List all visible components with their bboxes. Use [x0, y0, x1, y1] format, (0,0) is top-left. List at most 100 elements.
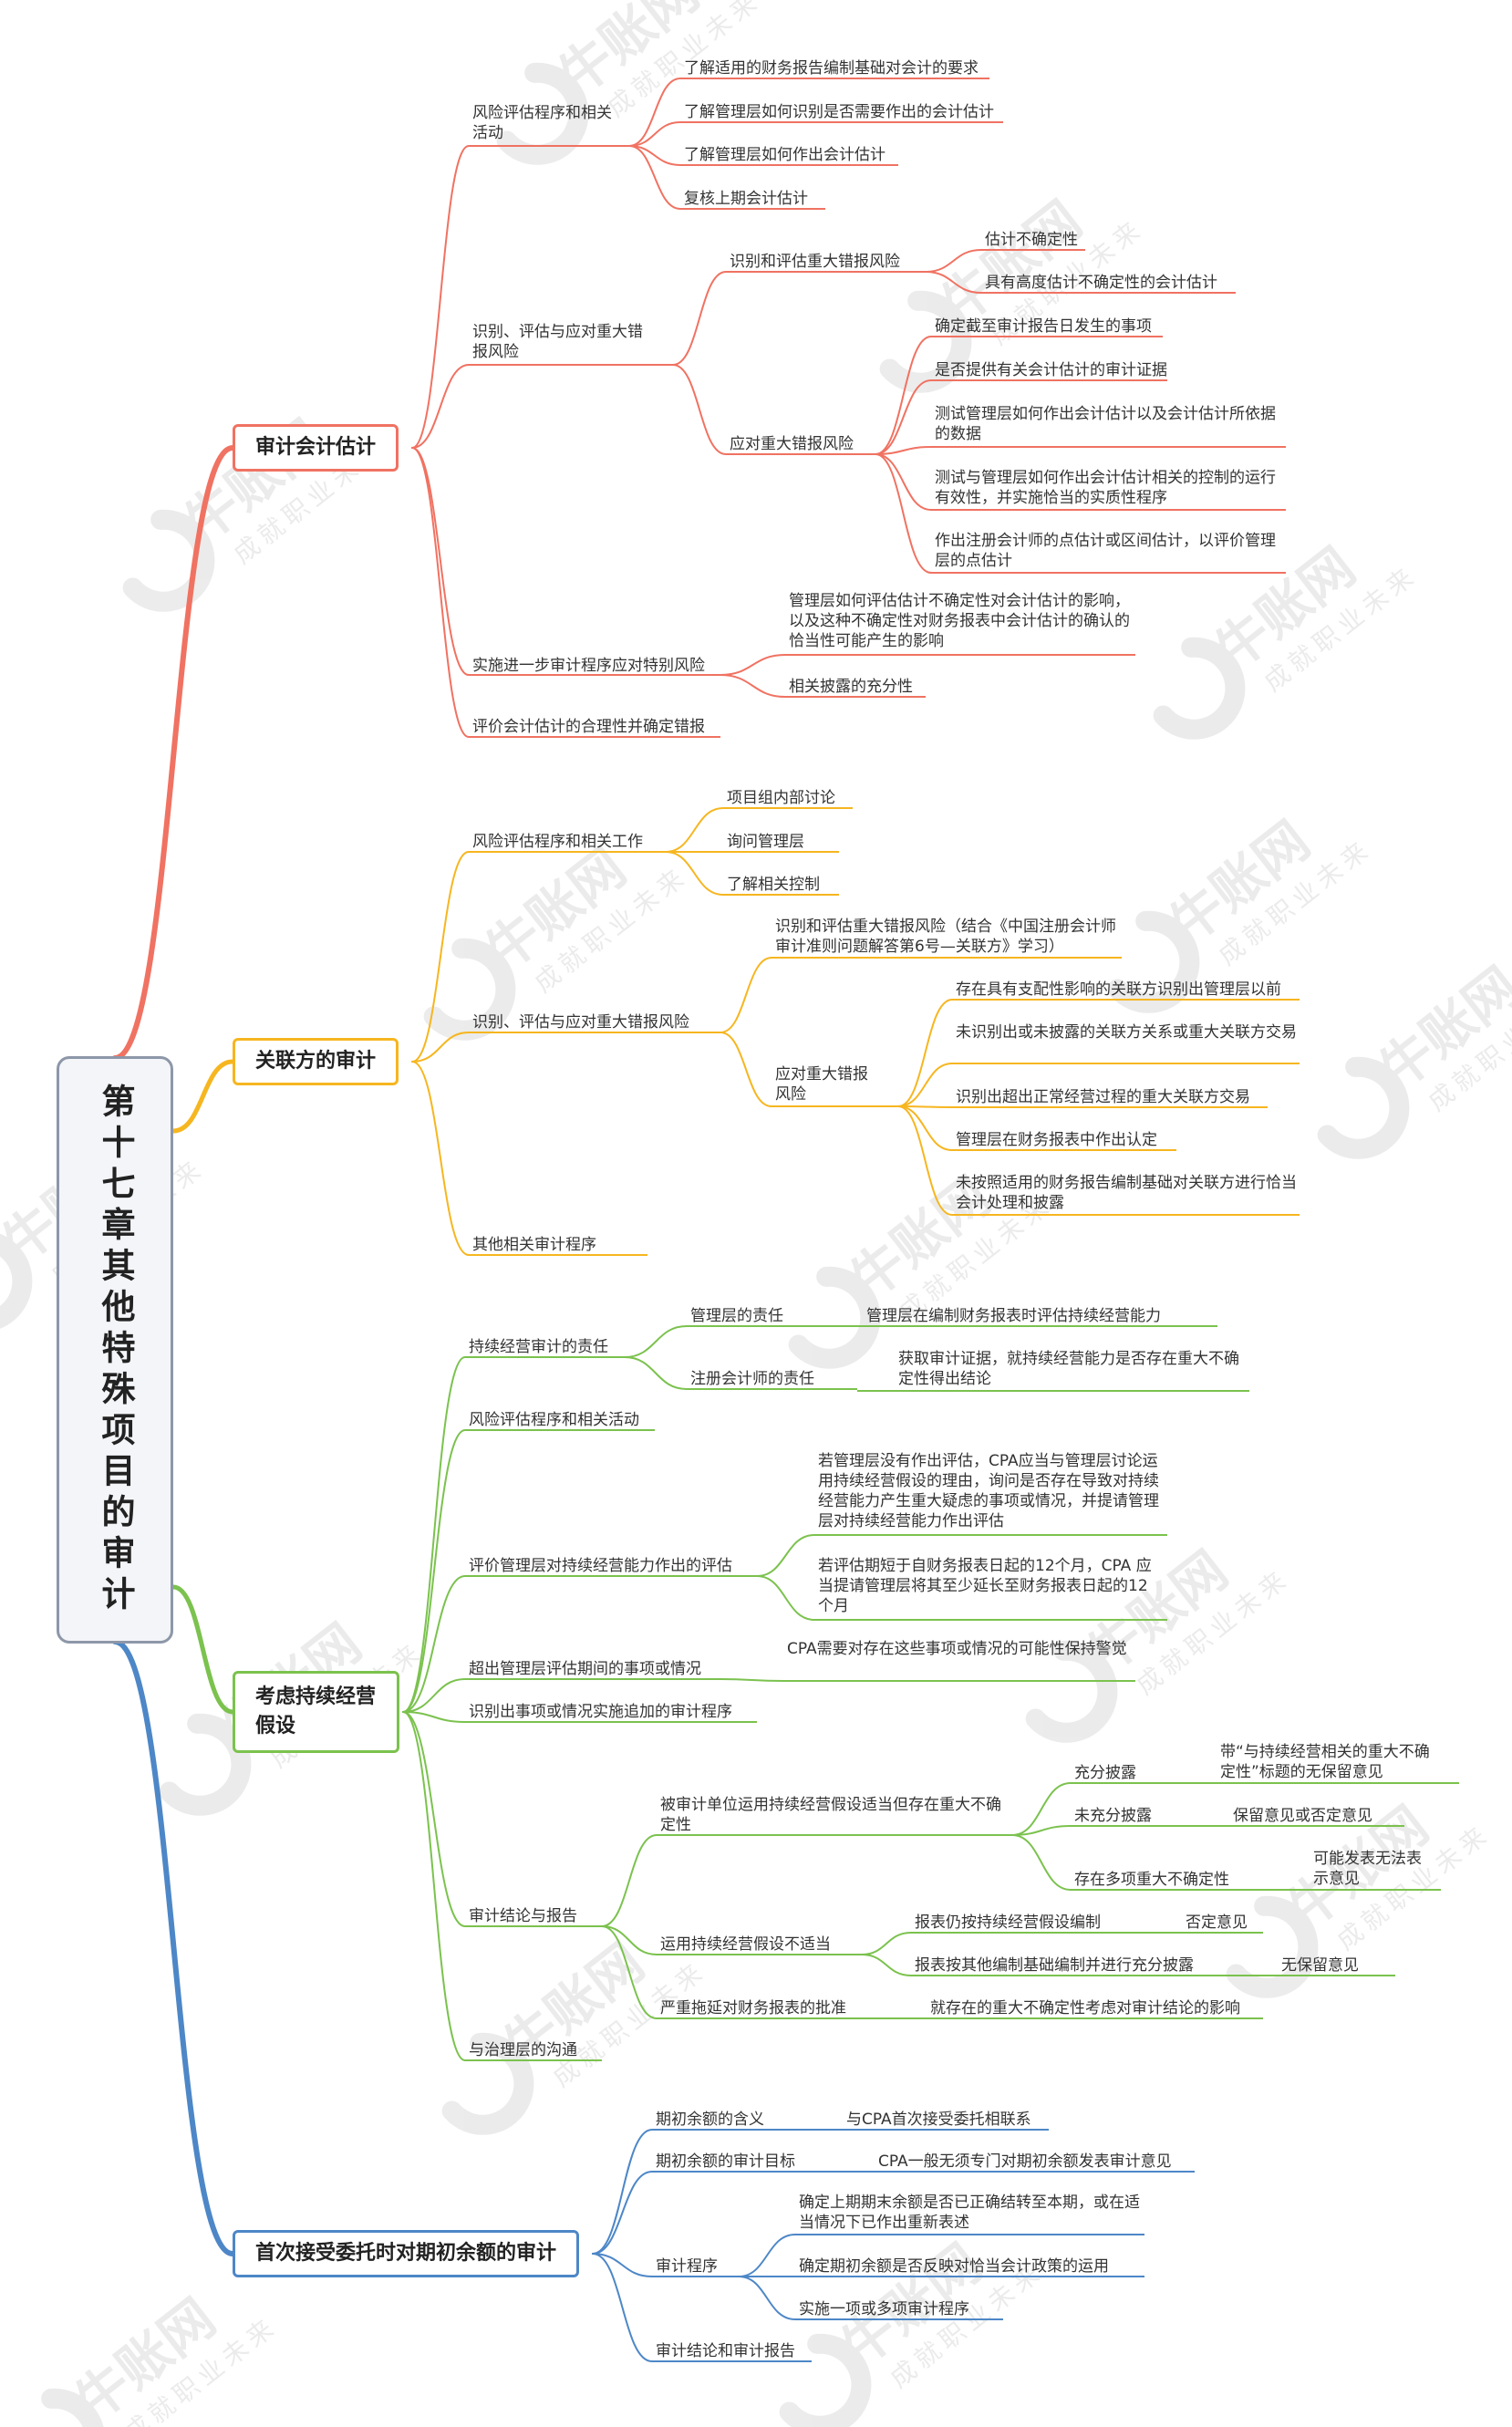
b2-node-management-assertions[interactable]: 管理层在财务报表中作出认定 [956, 1131, 1157, 1149]
b3-evaluate-assessment[interactable]: 评价管理层对持续经营能力作出的评估 [469, 1557, 732, 1575]
b3-node-stay-alert[interactable]: CPA需要对存在这些事项或情况的可能性保持警觉 [787, 1640, 1127, 1658]
child-connector [720, 957, 772, 1033]
b1-node-identify-estimates[interactable]: 了解管理层如何识别是否需要作出的会计估计 [684, 103, 994, 121]
b1-node-identify-assess[interactable]: 识别和评估重大错报风险 [730, 253, 900, 271]
b4-node-first-engagement[interactable]: 与CPA首次接受委托相联系 [846, 2111, 1031, 2129]
b1-node-audit-evidence[interactable]: 是否提供有关会计估计的审计证据 [935, 361, 1167, 379]
b3-risk-assessment[interactable]: 风险评估程序和相关活动 [469, 1411, 639, 1429]
b3-node-short-period[interactable]: 若评估期短于自财务报表日起的12个月，CPA 应当提请管理层将其至少延长至财务报… [818, 1557, 1152, 1615]
b1-node-test-data[interactable]: 测试管理层如何作出会计估计以及会计估计所依据的数据 [935, 405, 1276, 443]
branch-accounting-estimates[interactable]: 审计会计估计 [233, 424, 399, 472]
child-connector [875, 336, 932, 455]
child-connector [601, 1834, 658, 1927]
b2-node-significant-transactions[interactable]: 识别出超出正常经营过程的重大关联方交易 [956, 1088, 1250, 1106]
child-connector [411, 447, 470, 676]
b3-node-unmodified-opinion[interactable]: 无保留意见 [1281, 1956, 1359, 1975]
b1-node-review-prior-estimates[interactable]: 复核上期会计估计 [684, 190, 808, 208]
b1-risk-assessment[interactable]: 风险评估程序和相关活动 [472, 104, 612, 142]
child-connector [665, 851, 724, 896]
b3-node-inappropriate-basis[interactable]: 运用持续经营假设不适当 [660, 1935, 831, 1954]
b4-node-no-opinion[interactable]: CPA一般无须专门对期初余额发表审计意见 [878, 2152, 1172, 2171]
b3-governance-communication[interactable]: 与治理层的沟通 [469, 2041, 577, 2059]
b3-node-consider-effect[interactable]: 就存在的重大不确定性考虑对审计结论的影响 [930, 1999, 1240, 2017]
b1-node-how-estimates-made[interactable]: 了解管理层如何作出会计估计 [684, 146, 885, 164]
child-connector [402, 1429, 466, 1713]
b4-objective[interactable]: 期初余额的审计目标 [656, 2152, 795, 2171]
root-connector [171, 1584, 235, 1715]
b1-special-risks[interactable]: 实施进一步审计程序应对特别风险 [472, 657, 705, 675]
child-connector [411, 1061, 470, 1256]
b3-node-management-resp[interactable]: 管理层的责任 [690, 1307, 783, 1325]
b4-node-carried-forward[interactable]: 确定上期期末余额是否已正确结转至本期，或在适当情况下已作出重新表述 [799, 2194, 1140, 2232]
b3-conclusion-report[interactable]: 审计结论与报告 [469, 1907, 577, 1925]
b3-additional-procedures[interactable]: 识别出事项或情况实施追加的审计程序 [469, 1703, 732, 1721]
child-connector [861, 1932, 912, 1955]
root-topic[interactable]: 第十七章其他特殊项目的审计 [57, 1056, 173, 1644]
b1-node-disclosure[interactable]: 相关披露的充分性 [789, 678, 913, 696]
b3-node-qualified-or-adverse[interactable]: 保留意见或否定意见 [1233, 1807, 1372, 1825]
b3-node-other-basis[interactable]: 报表按其他编制基础编制并进行充分披露 [915, 1956, 1194, 1975]
b1-node-respond-risks[interactable]: 应对重大错报风险 [730, 435, 854, 453]
child-connector [720, 654, 786, 676]
child-connector [411, 364, 470, 449]
child-connector [875, 446, 932, 455]
b4-node-accounting-policies[interactable]: 确定期初余额是否反映对恰当会计政策的运用 [799, 2257, 1109, 2276]
root-connector [112, 1639, 235, 2256]
b2-node-inquire-management[interactable]: 询问管理层 [727, 833, 804, 851]
b3-node-management-assess[interactable]: 管理层在编制财务报表时评估持续经营能力 [866, 1307, 1161, 1325]
b2-node-understand-controls[interactable]: 了解相关控制 [727, 876, 820, 894]
b4-node-perform-procedures[interactable]: 实施一项或多项审计程序 [799, 2300, 969, 2318]
b1-node-high-uncertainty[interactable]: 具有高度估计不确定性的会计估计 [985, 274, 1217, 292]
b3-node-adequate-disclosure[interactable]: 充分披露 [1074, 1764, 1136, 1782]
b1-identify-assess-respond[interactable]: 识别、评估与应对重大错报风险 [472, 323, 643, 361]
child-connector [756, 1575, 815, 1621]
child-connector [875, 379, 932, 455]
branch-going-concern[interactable]: 考虑持续经营假设 [233, 1671, 399, 1753]
b2-node-unidentified-parties[interactable]: 未识别出或未披露的关联方关系或重大关联方交易 [956, 1023, 1297, 1042]
b2-other-procedures[interactable]: 其他相关审计程序 [472, 1236, 596, 1254]
b2-node-respond-risks[interactable]: 应对重大错报风险 [775, 1065, 868, 1104]
b3-node-material-uncertainty[interactable]: 被审计单位运用持续经营假设适当但存在重大不确定性 [660, 1796, 1001, 1834]
child-connector [756, 1534, 815, 1577]
b3-node-auditor-conclusion[interactable]: 获取审计证据，就持续经营能力是否存在重大不确定性得出结论 [898, 1350, 1239, 1388]
b2-node-improper-accounting[interactable]: 未按照适用的财务报告编制基础对关联方进行恰当会计处理和披露 [956, 1174, 1297, 1212]
root-connector [112, 445, 235, 1061]
child-connector [897, 1105, 953, 1151]
b3-node-auditor-resp[interactable]: 注册会计师的责任 [690, 1370, 814, 1388]
b3-node-no-assessment[interactable]: 若管理层没有作出评估，CPA应当与管理层讨论运用持续经营假设的理由，询问是否存在… [818, 1452, 1159, 1530]
b2-risk-assessment[interactable]: 风险评估程序和相关工作 [472, 833, 643, 851]
b1-evaluate-reasonableness[interactable]: 评价会计估计的合理性并确定错报 [472, 718, 705, 736]
b2-node-team-discussion[interactable]: 项目组内部讨论 [727, 789, 835, 807]
b1-node-framework-requirements[interactable]: 了解适用的财务报告编制基础对会计的要求 [684, 59, 979, 78]
b3-node-disclaimer[interactable]: 可能发表无法表示意见 [1313, 1850, 1422, 1888]
b2-node-identify-assess[interactable]: 识别和评估重大错报风险（结合《中国注册会计师审计准则问题解答第6号—关联方》学习… [775, 918, 1116, 956]
b1-node-uncertainty-effect[interactable]: 管理层如何评估估计不确定性对会计估计的影响，以及这种不确定性对财务报表中会计估计… [789, 592, 1130, 650]
b3-node-adverse-opinion[interactable]: 否定意见 [1186, 1914, 1248, 1932]
child-connector [1011, 1834, 1072, 1891]
b3-node-unmodified-with-section[interactable]: 带“与持续经营相关的重大不确定性”标题的无保留意见 [1220, 1743, 1430, 1781]
b1-node-subsequent-events[interactable]: 确定截至审计报告日发生的事项 [935, 317, 1152, 336]
b3-node-delayed-approval[interactable]: 严重拖延对财务报表的批准 [660, 1999, 846, 2017]
b2-node-dominant-influence[interactable]: 存在具有支配性影响的关联方识别出管理层以前 [956, 980, 1281, 999]
child-connector [411, 145, 470, 449]
child-connector [402, 1575, 466, 1713]
b1-node-estimation-uncertainty[interactable]: 估计不确定性 [985, 231, 1078, 249]
b4-procedures[interactable]: 审计程序 [656, 2257, 718, 2276]
child-connector [672, 364, 727, 455]
root-connector [171, 1059, 235, 1134]
b3-node-still-going-concern[interactable]: 报表仍按持续经营假设编制 [915, 1914, 1101, 1932]
b1-node-point-estimate[interactable]: 作出注册会计师的点估计或区间估计，以评价管理层的点估计 [935, 532, 1276, 570]
b3-responsibilities[interactable]: 持续经营审计的责任 [469, 1338, 608, 1356]
branch-related-parties[interactable]: 关联方的审计 [233, 1038, 399, 1085]
b3-node-inadequate-disclosure[interactable]: 未充分披露 [1074, 1807, 1152, 1825]
b3-node-multiple-uncertainties[interactable]: 存在多项重大不确定性 [1074, 1871, 1229, 1889]
b4-conclusion-report[interactable]: 审计结论和审计报告 [656, 2342, 795, 2360]
b1-node-test-controls[interactable]: 测试与管理层如何作出会计估计相关的控制的运行有效性，并实施恰当的实质性程序 [935, 469, 1276, 507]
child-connector [897, 1105, 953, 1216]
b4-definition[interactable]: 期初余额的含义 [656, 2111, 764, 2129]
branch-opening-balances[interactable]: 首次接受委托时对期初余额的审计 [233, 2230, 580, 2277]
b3-beyond-period[interactable]: 超出管理层评估期间的事项或情况 [469, 1660, 701, 1678]
b2-identify-assess-respond[interactable]: 识别、评估与应对重大错报风险 [472, 1013, 689, 1032]
